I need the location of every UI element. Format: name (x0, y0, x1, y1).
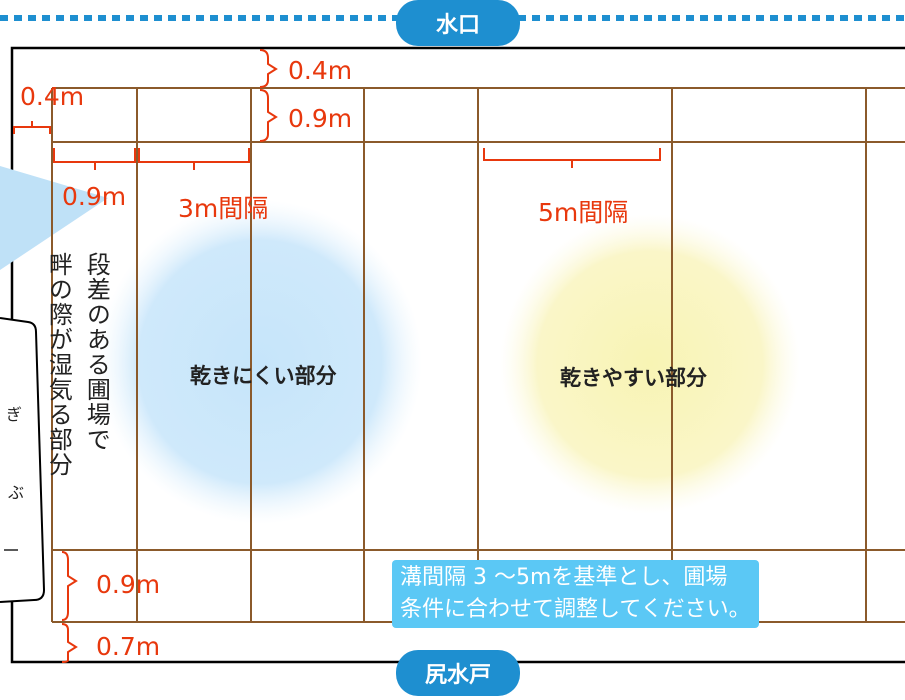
water-outlet-label: 尻水戸 (396, 650, 520, 696)
bracket-interval-5 (483, 148, 661, 168)
dry-zone-label: 乾きやすい部分 (560, 366, 707, 390)
side-label-damp-edge: 畔の際が湿気る部分 (44, 252, 73, 477)
measure-brackets (13, 49, 661, 663)
measure-interval-3: 3m間隔 (178, 194, 269, 223)
measure-top-gap: 0.4m (288, 56, 353, 85)
callout-fragment-1: ぎ (6, 405, 22, 424)
wet-zone-label: 乾きにくい部分 (190, 364, 337, 388)
callout-fragment-2: ぶ (8, 483, 24, 502)
water-inlet-label: 水口 (396, 0, 520, 46)
bracket-left-gap (13, 121, 51, 134)
bracket-bottom-row (61, 551, 78, 621)
dry-zone-glow (500, 214, 800, 514)
bracket-top-row (259, 89, 278, 142)
measure-bottom-gap: 0.7m (96, 632, 161, 661)
bracket-bottom-gap (61, 623, 78, 663)
note-line-1: 溝間隔 3 ～5mを基準とし、圃場 (400, 565, 728, 590)
note-line-2: 条件に合わせて調整してください。 (400, 597, 751, 622)
bracket-first-col (53, 148, 136, 170)
measure-interval-5: 5m間隔 (538, 198, 629, 227)
measure-first-col: 0.9m (62, 182, 127, 211)
bracket-interval-3 (138, 148, 250, 170)
measure-left-gap: 0.4m (20, 82, 85, 111)
callout-tail (0, 166, 108, 270)
side-label-terraced: 段差のある圃場で (82, 252, 111, 452)
measure-bottom-row: 0.9m (96, 570, 161, 599)
note-box: 溝間隔 3 ～5mを基準とし、圃場 条件に合わせて調整してください。 (392, 560, 759, 628)
measure-top-row: 0.9m (288, 104, 353, 133)
bracket-top-gap (259, 49, 278, 88)
wet-zone-glow (98, 200, 422, 524)
left-callout-box (0, 317, 46, 603)
